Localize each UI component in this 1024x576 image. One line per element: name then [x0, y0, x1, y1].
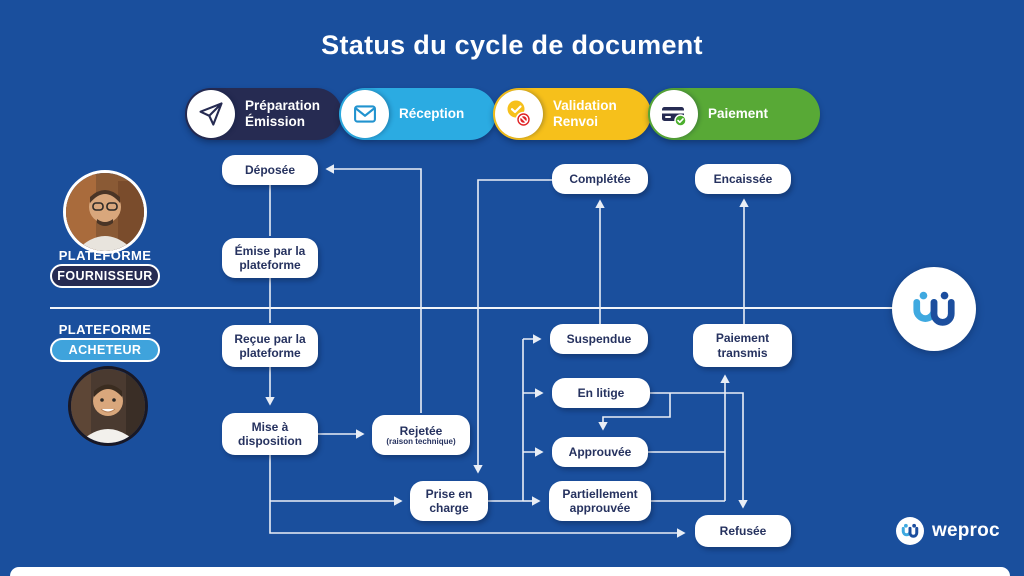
- phase-validation-renvoi: Validation Renvoi: [493, 88, 651, 140]
- buyer-platform-title: PLATEFORME: [58, 322, 152, 337]
- flow-box-suspendue: Suspendue: [550, 324, 648, 354]
- flow-box-label: Rejetée: [399, 423, 443, 438]
- flow-box-encaissee: Encaissée: [695, 164, 791, 194]
- flow-box-paiement-transmis: Paiement transmis: [693, 324, 792, 367]
- bottom-card-edge: [10, 567, 1010, 576]
- flow-box-rejetee: Rejetée (raison technique): [372, 415, 470, 455]
- flow-box-label: Refusée: [719, 523, 767, 538]
- flow-box-en-litige: En litige: [552, 378, 650, 408]
- flow-box-label: Émise par la plateforme: [234, 243, 306, 272]
- flow-box-refusee: Refusée: [695, 515, 791, 547]
- flow-box-label: Paiement transmis: [715, 331, 770, 360]
- supplier-platform-title: PLATEFORME: [58, 248, 152, 263]
- supplier-badge: FOURNISSEUR: [50, 264, 160, 288]
- flow-box-label: Suspendue: [566, 331, 632, 346]
- flow-box-label: Approuvée: [568, 444, 632, 459]
- weproc-wordmark: weproc: [896, 517, 1000, 545]
- phase-label: Paiement: [708, 106, 769, 122]
- paper-plane-icon: [187, 90, 235, 138]
- flow-box-recue: Reçue par la plateforme: [222, 325, 318, 367]
- phase-label: Réception: [399, 106, 465, 122]
- flow-box-label: En litige: [577, 385, 625, 400]
- flow-box-label: Complétée: [569, 171, 631, 186]
- check-and-block-icon: [495, 90, 543, 138]
- phase-paiement: Paiement: [648, 88, 820, 140]
- flow-box-partiellement-approuvee: Partiellement approuvée: [549, 481, 651, 521]
- flow-box-prise-en-charge: Prise en charge: [410, 481, 488, 521]
- flow-box-emise: Émise par la plateforme: [222, 238, 318, 278]
- phase-reception: Réception: [339, 88, 496, 140]
- flow-box-label: Déposée: [244, 162, 296, 177]
- phase-label: Validation Renvoi: [553, 98, 617, 129]
- envelope-icon: [341, 90, 389, 138]
- flow-box-label: Reçue par la plateforme: [234, 331, 306, 360]
- flow-box-approuvee: Approuvée: [552, 437, 648, 467]
- flow-box-completee: Complétée: [552, 164, 648, 194]
- weproc-logo-icon: [892, 267, 976, 351]
- flow-box-mise-a-disposition: Mise à disposition: [222, 413, 318, 455]
- weproc-logo-small-icon: [896, 517, 924, 545]
- phase-label: Préparation Émission: [245, 98, 321, 129]
- flow-box-deposee: Déposée: [222, 155, 318, 185]
- flow-box-sublabel: (raison technique): [386, 436, 456, 446]
- buyer-badge: ACHETEUR: [50, 338, 160, 362]
- flow-box-label: Mise à disposition: [238, 419, 302, 448]
- phase-preparation-emission: Préparation Émission: [185, 88, 342, 140]
- credit-card-check-icon: [650, 90, 698, 138]
- brand-name: weproc: [932, 520, 1000, 541]
- platform-divider-line: [50, 307, 893, 309]
- supplier-avatar: [63, 170, 147, 254]
- flow-box-label: Encaissée: [713, 171, 773, 186]
- flow-box-label: Partiellement approuvée: [562, 486, 638, 515]
- flow-box-label: Prise en charge: [425, 486, 473, 515]
- page-title: Status du cycle de document: [321, 30, 703, 60]
- buyer-avatar: [68, 366, 148, 446]
